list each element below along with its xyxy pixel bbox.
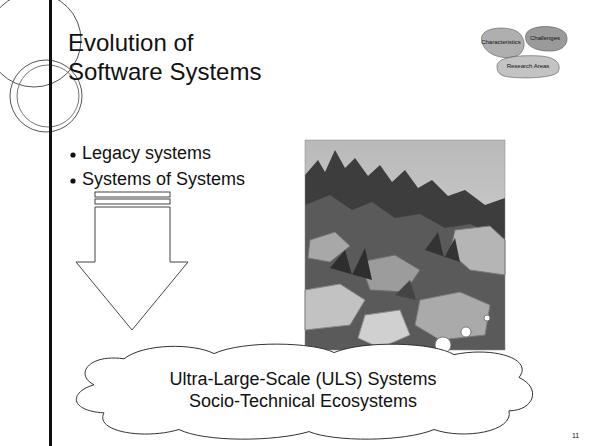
cloud-text: Socio-Technical Ecosystems [189, 390, 417, 412]
bullet-text: Legacy systems [82, 143, 211, 165]
logo-blob: Characteristics [476, 26, 526, 58]
down-arrow [76, 192, 188, 330]
cloud-shape: Ultra-Large-Scale (ULS) SystemsSocio-Tec… [64, 338, 542, 442]
page-number: 11 [572, 432, 579, 440]
slide-title: Evolution of Software Systems [68, 28, 283, 86]
bubble-dot [461, 327, 471, 337]
logo-blob: Research Areas [494, 54, 562, 78]
logo-text: Research Areas [507, 63, 550, 70]
logo-text: Challenges [530, 35, 560, 42]
cloud-outline [64, 338, 542, 442]
bullet-dot [70, 178, 75, 183]
bullet-text: Systems of Systems [82, 169, 245, 191]
landscape-photo [305, 140, 505, 350]
cloud-text: Ultra-Large-Scale (ULS) Systems [169, 368, 436, 390]
bullet-dot [70, 152, 75, 157]
vertical-rule [49, 0, 52, 446]
logo-text: Characteristics [481, 39, 521, 46]
bubble-dot [484, 315, 490, 321]
logo-blob: Challenges [522, 24, 568, 52]
